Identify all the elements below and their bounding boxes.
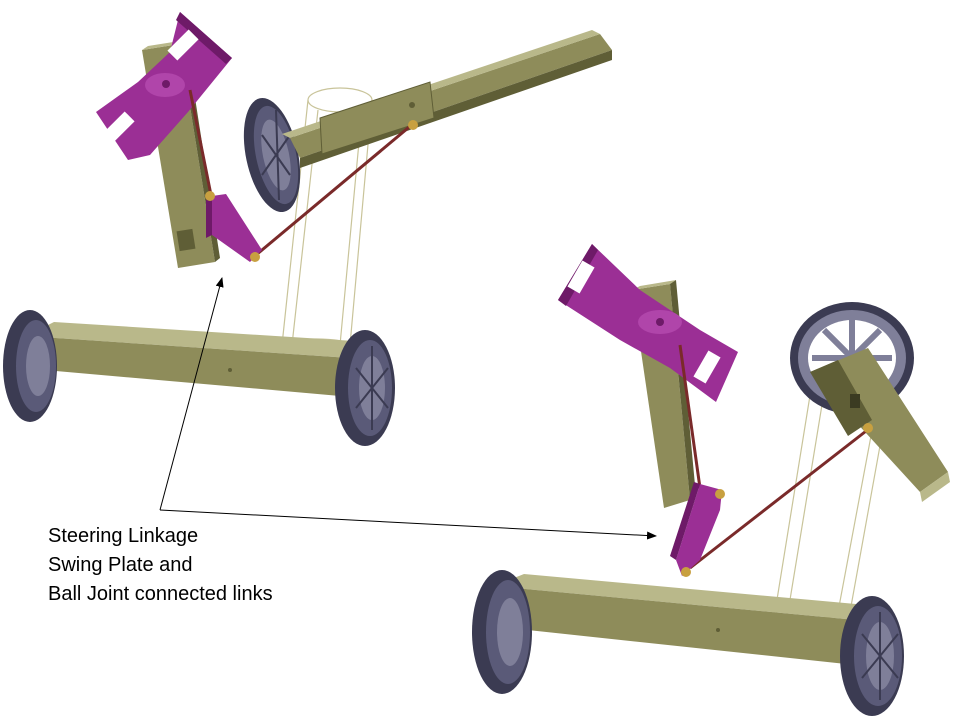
arrow-to-left-swing-plate — [159, 277, 224, 511]
right-ball-joint-top — [715, 489, 725, 499]
right-upper-boom — [810, 348, 950, 502]
left-bowtie-plate — [96, 12, 232, 160]
left-front-wheel-left — [3, 310, 57, 422]
annotation-line-1: Steering Linkage — [48, 525, 199, 547]
left-axle-beam — [22, 322, 370, 396]
right-axle-beam — [490, 574, 878, 664]
left-tie-rod-diagonal — [255, 121, 415, 257]
left-upper-boom — [282, 30, 612, 168]
annotation-line-3: Ball Joint connected links — [48, 583, 273, 605]
right-tie-rod-vertical — [678, 344, 702, 489]
left-ball-joint-boom — [408, 120, 418, 130]
right-front-wheel-right — [840, 596, 904, 716]
annotation-line-2: Swing Plate and — [48, 554, 193, 576]
left-swing-plate — [206, 194, 262, 262]
right-ball-joint-bottom — [681, 567, 691, 577]
left-ball-joint-top — [205, 191, 215, 201]
arrow-to-right-swing-plate — [159, 509, 657, 540]
annotation-label: Steering Linkage Swing Plate and Ball Jo… — [48, 522, 273, 609]
left-tie-rod-vertical — [188, 89, 214, 201]
left-assembly — [3, 12, 612, 446]
right-ball-joint-boom — [863, 423, 873, 433]
right-bowtie-plate — [558, 244, 738, 402]
right-front-wheel-left — [472, 570, 532, 694]
callout-arrows — [159, 277, 657, 540]
left-rear-wheel — [243, 98, 301, 212]
right-assembly — [472, 244, 950, 716]
right-swing-plate — [670, 482, 722, 576]
left-ball-joint-bottom — [250, 252, 260, 262]
left-front-wheel-right — [335, 330, 395, 446]
right-tie-rod-diagonal — [689, 426, 871, 570]
